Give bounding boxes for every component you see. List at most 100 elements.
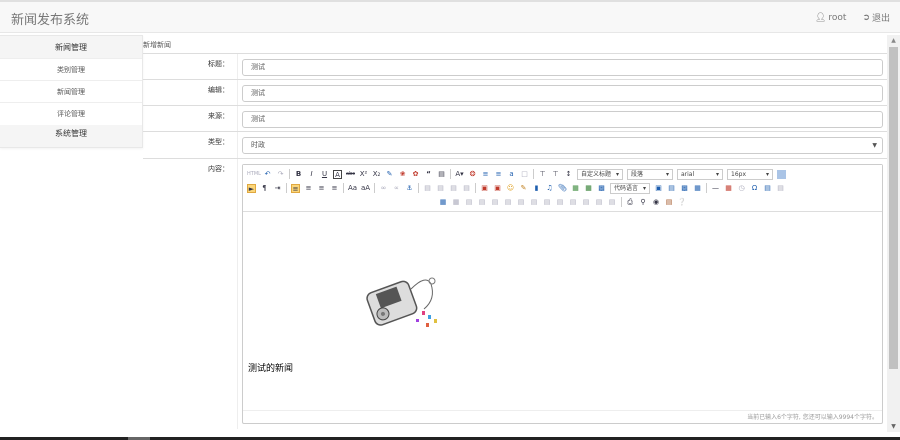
snapscreen-icon[interactable]: ▤ xyxy=(777,183,784,192)
source-html-icon[interactable]: HTML xyxy=(247,170,261,177)
image-left-icon[interactable]: ▤ xyxy=(437,183,444,192)
scroll-thumb[interactable] xyxy=(889,47,898,369)
anchor-icon[interactable]: ⚓ xyxy=(406,183,413,192)
date-icon[interactable]: ▦ xyxy=(725,183,732,192)
align-center-icon[interactable]: ≡ xyxy=(305,183,312,192)
special-chars-icon[interactable]: Ω xyxy=(751,183,758,192)
image-right-icon[interactable]: ▤ xyxy=(450,183,457,192)
paragraph-dropdown[interactable]: 段落▾ xyxy=(627,168,673,180)
merge-cells-icon[interactable]: ▤ xyxy=(530,197,538,206)
title-input[interactable]: 测试 xyxy=(242,59,883,76)
sidebar-group-system[interactable]: 系统管理 xyxy=(0,125,142,147)
horizontal-scrollbar[interactable] xyxy=(0,437,900,440)
sidebar-item-category[interactable]: 类别管理 xyxy=(0,59,142,81)
help-icon[interactable]: ❔ xyxy=(677,197,687,206)
insert-table-icon[interactable]: ▦ xyxy=(439,197,447,206)
ordered-list-icon[interactable]: ≡ xyxy=(482,169,489,178)
music-icon[interactable]: ♫ xyxy=(546,183,553,192)
time-icon[interactable]: ◷ xyxy=(738,183,745,192)
insert-row-icon[interactable]: ▤ xyxy=(478,197,486,206)
row-spacing-bottom-icon[interactable]: ⊤ xyxy=(552,169,559,178)
rtl-icon[interactable]: ¶ xyxy=(262,183,267,192)
attachment-icon[interactable]: 📎︎ xyxy=(558,183,567,192)
directionality-icon[interactable] xyxy=(777,169,786,179)
font-color-icon[interactable]: A▾ xyxy=(455,169,464,178)
preview-icon[interactable]: ⚲ xyxy=(640,197,646,206)
user-menu[interactable]: 👤︎ root xyxy=(815,11,846,24)
sidebar-item-comments[interactable]: 评论管理 xyxy=(57,110,85,118)
unordered-list-icon[interactable]: ≡ xyxy=(495,169,502,178)
image-none-icon[interactable]: ▤ xyxy=(424,183,431,192)
merge-down-icon[interactable]: ▤ xyxy=(556,197,564,206)
wordimage-icon[interactable]: ▤ xyxy=(764,183,771,192)
simple-upload-icon[interactable]: ▣ xyxy=(481,183,488,192)
insert-video-icon[interactable]: ▮ xyxy=(534,183,539,192)
undo-icon[interactable]: ↶ xyxy=(264,169,271,178)
code-language-dropdown[interactable]: 代码语言▾ xyxy=(610,182,650,194)
editor-content[interactable]: 测试的新闻 xyxy=(243,213,882,409)
type-select[interactable]: 时政 ▼ xyxy=(242,137,883,154)
insert-col-icon[interactable]: ▤ xyxy=(504,197,512,206)
merge-right-icon[interactable]: ▤ xyxy=(543,197,551,206)
insert-paragraph-before-table-icon[interactable]: ▤ xyxy=(465,197,473,206)
ltr-icon[interactable]: ► xyxy=(247,183,256,193)
insert-code-icon[interactable]: ▦ xyxy=(694,183,701,192)
logout-button[interactable]: ➲ 退出 xyxy=(862,11,890,25)
auto-format-icon[interactable]: ✿ xyxy=(412,169,419,178)
bold-icon[interactable]: B xyxy=(295,169,302,178)
custom-title-dropdown[interactable]: 自定义标题▾ xyxy=(577,168,623,180)
to-uppercase-icon[interactable]: Aa xyxy=(348,183,358,192)
align-justify-icon[interactable]: ≡ xyxy=(331,183,338,192)
scrawl-icon[interactable]: ✎ xyxy=(520,183,527,192)
search-replace-icon[interactable]: ◉ xyxy=(652,197,660,206)
eraser-icon[interactable]: ✎ xyxy=(386,169,393,178)
image-center-icon[interactable]: ▤ xyxy=(463,183,470,192)
drafts-icon[interactable]: ▤ xyxy=(665,197,673,206)
scroll-down-icon[interactable]: ▼ xyxy=(891,423,896,430)
clear-doc-icon[interactable]: □ xyxy=(521,169,528,178)
font-border-icon[interactable]: A xyxy=(333,169,342,179)
delete-table-icon[interactable]: ▦ xyxy=(452,197,460,206)
font-size-dropdown[interactable]: 16px▾ xyxy=(727,168,773,180)
brand-title[interactable]: 新闻发布系统 xyxy=(11,13,90,28)
font-family-dropdown[interactable]: arial▾ xyxy=(677,168,723,180)
split-cells-icon[interactable]: ▤ xyxy=(569,197,577,206)
split-cols-icon[interactable]: ▤ xyxy=(595,197,603,206)
line-height-icon[interactable]: ↕ xyxy=(565,169,572,178)
sidebar-group-news[interactable]: 新闻管理 xyxy=(0,36,142,59)
underline-icon[interactable]: U xyxy=(321,169,328,178)
redo-icon[interactable]: ↷ xyxy=(277,169,284,178)
horizontal-rule-icon[interactable]: — xyxy=(712,183,719,192)
format-brush-icon[interactable]: ❀ xyxy=(399,169,406,178)
indent-icon[interactable]: ⇥ xyxy=(274,183,281,192)
map-icon[interactable]: ▦ xyxy=(572,183,579,192)
page-break-icon[interactable]: ▣ xyxy=(655,183,662,192)
delete-col-icon[interactable]: ▤ xyxy=(517,197,525,206)
superscript-icon[interactable]: X² xyxy=(359,169,368,178)
strikethrough-icon[interactable]: abc xyxy=(346,170,355,177)
italic-icon[interactable]: I xyxy=(310,169,313,178)
source-input[interactable]: 测试 xyxy=(242,111,883,128)
select-all-icon[interactable]: a xyxy=(509,169,514,178)
to-lowercase-icon[interactable]: aA xyxy=(361,183,371,192)
page-scrollbar[interactable]: ▲ ▼ xyxy=(887,35,900,432)
scroll-up-icon[interactable]: ▲ xyxy=(891,37,896,44)
emotion-icon[interactable]: ☺ xyxy=(506,183,515,192)
sidebar-item-news[interactable]: 新闻管理 xyxy=(0,81,142,103)
editor-input[interactable]: 测试 xyxy=(242,85,883,102)
align-right-icon[interactable]: ≡ xyxy=(318,183,325,192)
subscript-icon[interactable]: X₂ xyxy=(372,169,381,178)
background-icon[interactable]: ▩ xyxy=(681,183,688,192)
insert-image-icon[interactable]: ▣ xyxy=(494,183,501,192)
row-spacing-top-icon[interactable]: ⊤ xyxy=(539,169,546,178)
insert-frame-icon[interactable]: ▩ xyxy=(598,183,605,192)
paste-plain-icon[interactable]: ▤ xyxy=(438,169,445,178)
template-icon[interactable]: ▤ xyxy=(668,183,675,192)
print-icon[interactable]: ⎙ xyxy=(627,197,633,206)
align-left-icon[interactable]: ≡ xyxy=(291,183,300,193)
unlink-icon[interactable]: ∝ xyxy=(393,183,399,192)
delete-row-icon[interactable]: ▤ xyxy=(491,197,499,206)
blockquote-icon[interactable]: “ xyxy=(426,169,431,178)
chart-icon[interactable]: ▤ xyxy=(608,197,616,206)
link-icon[interactable]: ∞ xyxy=(380,183,387,192)
